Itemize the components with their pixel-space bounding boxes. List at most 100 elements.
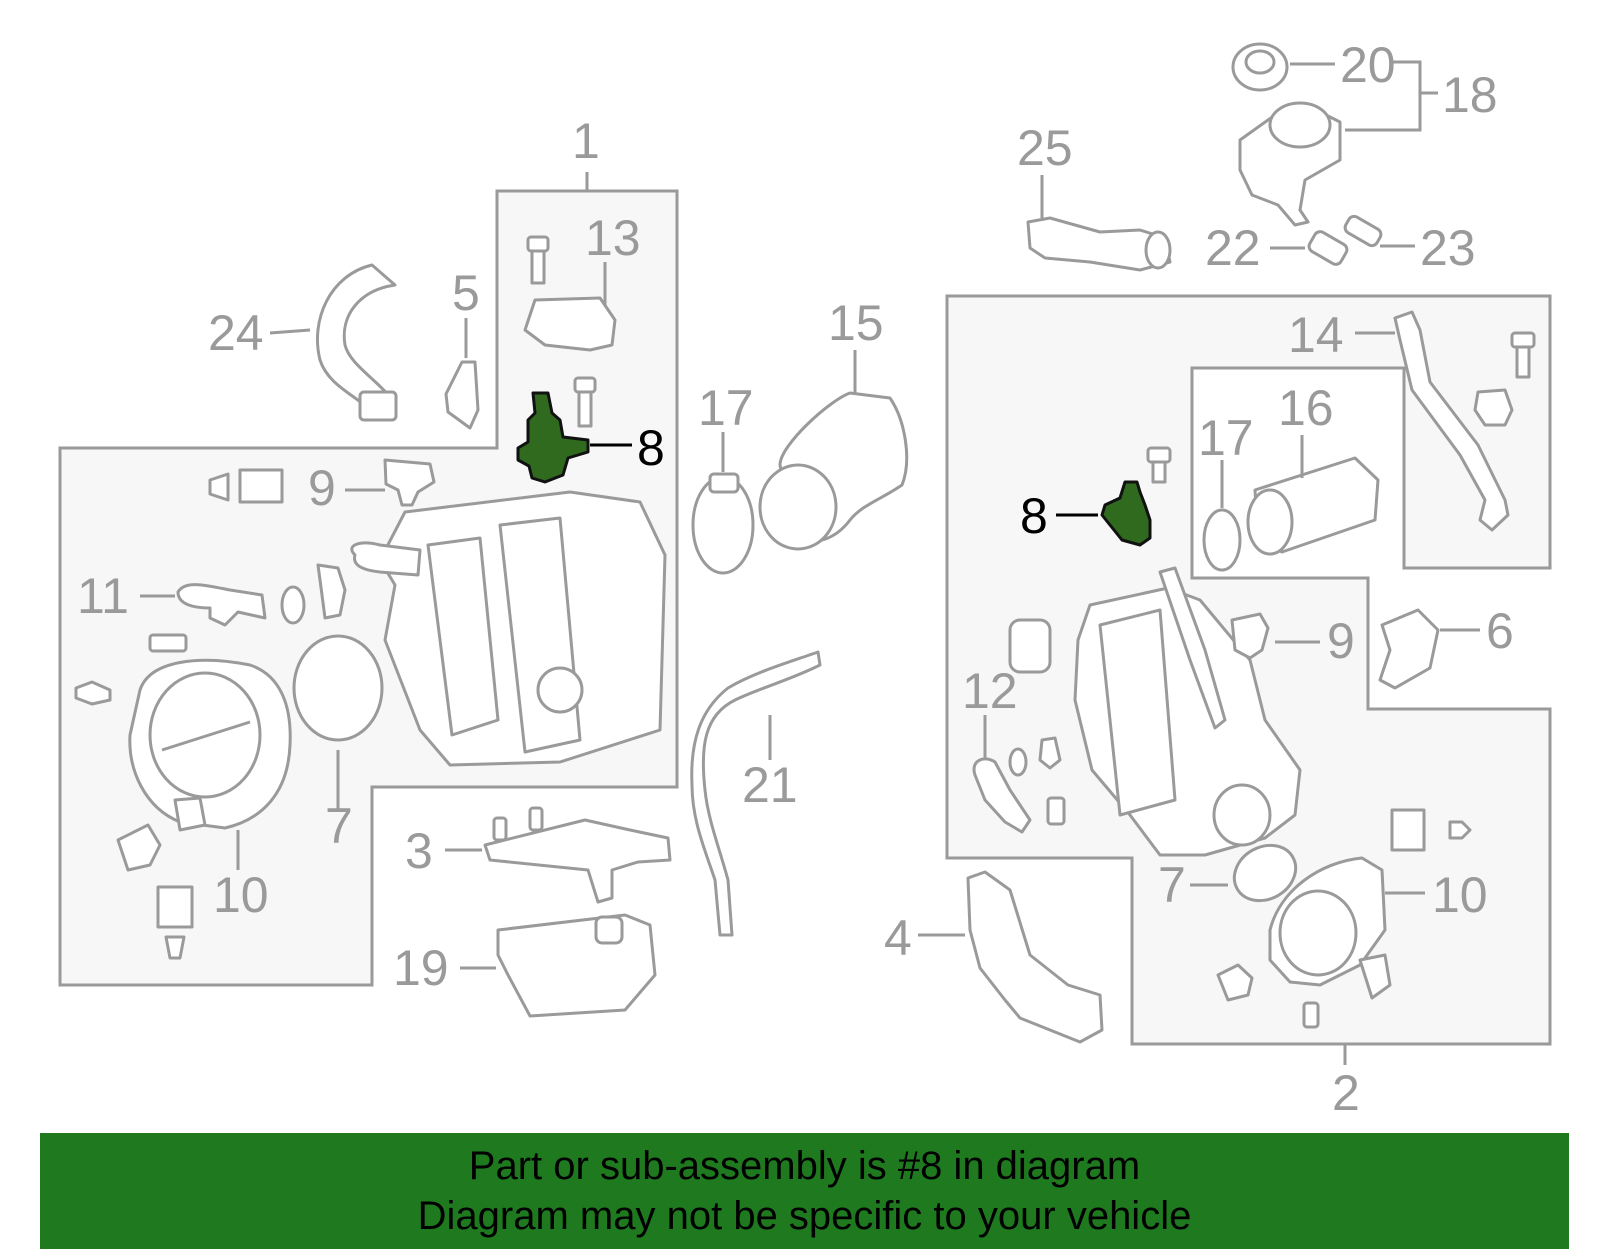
fitting-22 <box>1307 230 1349 266</box>
callout-22: 22 <box>1205 220 1261 276</box>
parts-diagram: 1 13 5 24 9 11 7 10 3 19 17 15 21 20 18 … <box>58 37 1552 1121</box>
bolt-13-shank <box>530 249 546 285</box>
bolt-12 <box>1046 796 1066 826</box>
bolt-11 <box>148 633 188 653</box>
info-banner: Part or sub-assembly is #8 in diagram Di… <box>40 1133 1569 1249</box>
callout-21: 21 <box>742 757 798 813</box>
callout-7-right: 7 <box>1158 857 1186 913</box>
clip-12 <box>1038 736 1062 770</box>
gasket-7-right <box>1232 843 1298 903</box>
fitting-23 <box>1343 214 1383 248</box>
callout-17-left: 17 <box>698 380 754 436</box>
callout-9-left: 9 <box>308 460 336 516</box>
bolt-8-right <box>1146 446 1172 464</box>
reservoir-18-neck <box>1268 101 1332 149</box>
callout-3: 3 <box>405 823 433 879</box>
callout-17-right: 17 <box>1198 410 1254 466</box>
o-ring-12 <box>1008 747 1028 777</box>
throttle-plate-left <box>161 720 251 752</box>
banner-line-1: Part or sub-assembly is #8 in diagram <box>468 1144 1141 1188</box>
callout-16: 16 <box>1278 380 1334 436</box>
clip-10-right <box>1216 963 1254 1002</box>
callout-9-right: 9 <box>1327 613 1355 669</box>
callout-8-left: 8 <box>637 420 665 476</box>
hose-24 <box>315 263 397 412</box>
seal-small <box>316 563 347 620</box>
throttle-bore-right <box>1278 889 1358 977</box>
intercooler-right-port <box>1212 783 1272 847</box>
tank-19-cap <box>594 915 624 945</box>
connector-10-right-pin <box>1448 820 1472 840</box>
bolt-small <box>573 376 597 394</box>
bracket-5 <box>444 360 480 430</box>
callout-25: 25 <box>1017 120 1073 176</box>
clip-10-right-b <box>1358 953 1392 1000</box>
callout-23: 23 <box>1420 220 1476 276</box>
callout-24: 24 <box>208 305 264 361</box>
pipe-11 <box>176 583 267 627</box>
callout-12: 12 <box>962 663 1018 719</box>
bracket-6 <box>1378 608 1440 690</box>
bolt-13 <box>526 235 550 253</box>
intercooler-left-core <box>426 536 500 737</box>
intercooler-left-port <box>536 666 584 714</box>
sensor-9-right <box>1230 612 1270 660</box>
bracket-3-stud-b <box>528 806 544 832</box>
throttle-left-tube <box>173 796 207 832</box>
bolt-10-left <box>74 680 112 706</box>
callout-18: 18 <box>1442 67 1498 123</box>
callout-7-left: 7 <box>325 798 353 854</box>
clamp-17-right <box>1202 508 1242 572</box>
tube-21 <box>690 650 822 937</box>
callout-19: 19 <box>393 940 449 996</box>
callout-2: 2 <box>1332 1065 1360 1121</box>
leader-18 <box>1345 60 1422 132</box>
intercooler-right-core <box>1098 608 1177 817</box>
part-8-right <box>1100 480 1152 547</box>
bolt-14 <box>1510 331 1536 349</box>
callout-8-right: 8 <box>1020 488 1048 544</box>
bracket-3-stud-a <box>492 816 508 842</box>
fitting-13 <box>523 296 617 352</box>
bracket-3 <box>483 818 672 904</box>
rod-14 <box>1393 310 1510 532</box>
gasket-7-left <box>292 634 384 742</box>
callout-5: 5 <box>452 265 480 321</box>
hose-24-clamp <box>358 390 398 422</box>
part-8-left <box>516 391 590 484</box>
callout-4: 4 <box>884 910 912 966</box>
grommet-14 <box>1473 388 1514 427</box>
tank-19 <box>496 913 657 1018</box>
leader-24 <box>269 328 311 335</box>
bracket-4 <box>966 870 1104 1044</box>
intercooler-right-rail <box>1158 566 1227 730</box>
callout-11: 11 <box>77 568 129 624</box>
callout-6: 6 <box>1486 603 1514 659</box>
bolt-14-shank <box>1515 345 1531 379</box>
hose-25-end <box>1144 230 1172 270</box>
callout-13: 13 <box>585 210 641 266</box>
cap-20-top <box>1244 49 1276 75</box>
bolt-8-right-shank <box>1151 460 1167 484</box>
duct-15-opening <box>758 463 838 551</box>
callout-10-left: 10 <box>213 867 269 923</box>
bolt-small-shank <box>577 390 593 428</box>
callout-15: 15 <box>828 295 884 351</box>
callout-20: 20 <box>1340 37 1396 93</box>
hose-25 <box>1026 216 1172 272</box>
clip-left <box>116 823 162 872</box>
connector-body-left <box>238 468 284 504</box>
pipe-12 <box>972 757 1032 834</box>
intercooler-left-pipe <box>350 541 422 577</box>
duct-16-opening <box>1246 488 1294 556</box>
coupler-right <box>1008 618 1052 674</box>
o-ring-small <box>280 585 306 625</box>
bolt-10-right <box>1302 1001 1320 1029</box>
sensor-9-left <box>383 458 436 507</box>
callout-14: 14 <box>1288 307 1344 363</box>
callout-1: 1 <box>572 113 600 169</box>
connector-10-right <box>1390 808 1426 852</box>
banner-line-2: Diagram may not be specific to your vehi… <box>417 1194 1192 1238</box>
connector-plug-left <box>208 472 230 502</box>
connector-10-left-pin <box>164 935 186 960</box>
